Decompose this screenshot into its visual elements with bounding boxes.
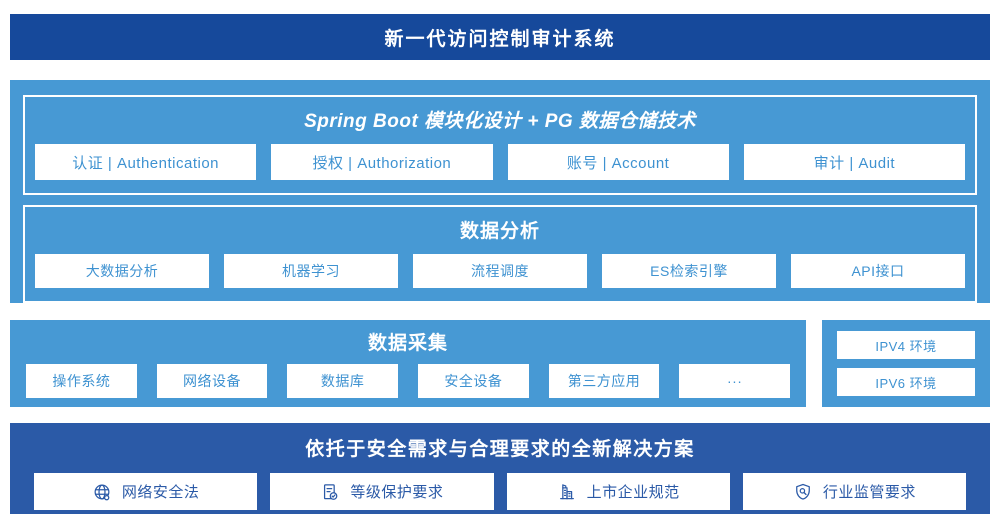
document-check-icon	[324, 483, 338, 500]
solution-container: 依托于安全需求与合理要求的全新解决方案 网络安全法 等级保护要求	[10, 423, 990, 514]
ipv6-environment: IPV6 环境	[837, 368, 975, 396]
data-analysis-panel: 数据分析 大数据分析 机器学习 流程调度 ES检索引擎 API接口	[23, 205, 977, 303]
source-more-ellipsis: ···	[679, 364, 791, 398]
ip-environment-container: IPV4 环境 IPV6 环境	[822, 320, 990, 407]
source-database: 数据库	[287, 364, 399, 398]
requirement-classified-protection: 等级保护要求	[270, 473, 494, 510]
data-collection-source-row: 操作系统 网络设备 数据库 安全设备 第三方应用 ···	[26, 364, 791, 398]
requirement-label: 网络安全法	[121, 484, 200, 501]
data-collection-container: 数据采集 操作系统 网络设备 数据库 安全设备 第三方应用 ···	[10, 320, 806, 407]
module-account: 账号 | Account	[507, 144, 729, 180]
module-authorization: 授权 | Authorization	[271, 144, 493, 180]
module-workflow-scheduling: 流程调度	[413, 254, 587, 288]
spring-boot-module-row: 认证 | Authentication 授权 | Authorization 账…	[35, 144, 965, 180]
source-operating-system: 操作系统	[26, 364, 137, 398]
spring-boot-panel: Spring Boot 模块化设计 + PG 数据仓储技术 认证 | Authe…	[23, 95, 977, 195]
module-machine-learning: 机器学习	[224, 254, 398, 288]
solution-title: 依托于安全需求与合理要求的全新解决方案	[305, 439, 695, 460]
building-icon	[559, 483, 574, 499]
source-security-device: 安全设备	[418, 364, 529, 398]
requirement-cybersecurity-law: 网络安全法	[34, 473, 258, 510]
system-title: 新一代访问控制审计系统	[384, 28, 616, 50]
spring-boot-panel-title: Spring Boot 模块化设计 + PG 数据仓储技术	[304, 111, 696, 132]
requirement-label: 上市企业规范	[586, 484, 680, 501]
data-analysis-module-row: 大数据分析 机器学习 流程调度 ES检索引擎 API接口	[35, 254, 965, 288]
solution-item-row: 网络安全法 等级保护要求 上市企业规范	[34, 473, 966, 510]
module-big-data-analysis: 大数据分析	[35, 254, 209, 288]
module-audit: 审计 | Audit	[743, 144, 965, 180]
system-title-bar: 新一代访问控制审计系统	[10, 14, 990, 60]
module-authentication: 认证 | Authentication	[35, 144, 257, 180]
shield-search-icon	[795, 483, 810, 500]
requirement-listed-company-standard: 上市企业规范	[506, 473, 730, 510]
module-api-interface: API接口	[791, 254, 965, 288]
source-network-device: 网络设备	[156, 364, 268, 398]
globe-icon	[94, 484, 110, 500]
requirement-label: 等级保护要求	[350, 484, 444, 501]
data-collection-title: 数据采集	[367, 333, 448, 354]
requirement-industry-regulation: 行业监管要求	[742, 473, 966, 510]
data-analysis-panel-title: 数据分析	[459, 221, 540, 242]
platform-container: Spring Boot 模块化设计 + PG 数据仓储技术 认证 | Authe…	[10, 80, 990, 303]
source-third-party-app: 第三方应用	[548, 364, 660, 398]
module-es-search-engine: ES检索引擎	[602, 254, 776, 288]
requirement-label: 行业监管要求	[822, 484, 916, 501]
ipv4-environment: IPV4 环境	[837, 331, 975, 359]
